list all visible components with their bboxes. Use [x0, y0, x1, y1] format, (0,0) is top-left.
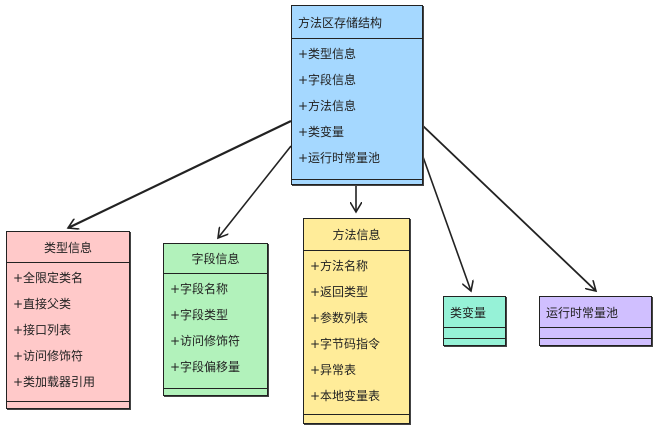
- node-methods: [444, 339, 505, 345]
- attribute: +全限定类名: [13, 271, 84, 285]
- attribute: +返回类型: [310, 285, 369, 299]
- attribute: +字段名称: [170, 282, 229, 296]
- attribute: +访问修饰符: [170, 334, 241, 348]
- attribute: +接口列表: [13, 323, 72, 337]
- node-title: 字段信息: [164, 244, 267, 274]
- attribute: +类变量: [298, 125, 345, 139]
- attribute: +方法信息: [298, 99, 357, 113]
- attribute: +字段偏移量: [170, 360, 241, 374]
- attribute: +运行时常量池: [298, 151, 381, 165]
- node-attributes: +类型信息 +字段信息 +方法信息 +类变量 +运行时常量池: [292, 39, 422, 180]
- attribute: +方法名称: [310, 259, 369, 273]
- node-type-info[interactable]: 类型信息 +全限定类名 +直接父类 +接口列表 +访问修饰符 +类加载器引用: [6, 231, 130, 409]
- node-method-info[interactable]: 方法信息 +方法名称 +返回类型 +参数列表 +字节码指令 +异常表 +本地变量…: [303, 218, 410, 424]
- attribute: +类型信息: [298, 47, 357, 61]
- edge-root-to-runtime-constant-pool: [421, 124, 596, 291]
- node-attributes: [444, 328, 505, 339]
- node-title: 方法信息: [304, 219, 409, 251]
- node-title: 类变量: [444, 297, 505, 328]
- node-methods: [540, 339, 651, 345]
- node-field-info[interactable]: 字段信息 +字段名称 +字段类型 +访问修饰符 +字段偏移量: [163, 243, 268, 396]
- node-attributes: +全限定类名 +直接父类 +接口列表 +访问修饰符 +类加载器引用: [7, 263, 129, 402]
- attribute: +访问修饰符: [13, 349, 84, 363]
- attribute: +字段信息: [298, 73, 357, 87]
- node-methods: [304, 415, 409, 423]
- node-title: 方法区存储结构: [292, 6, 422, 39]
- edge-root-to-type-info: [68, 120, 292, 228]
- attribute: +直接父类: [13, 297, 72, 311]
- attribute: +字段类型: [170, 308, 229, 322]
- node-attributes: +方法名称 +返回类型 +参数列表 +字节码指令 +异常表 +本地变量表: [304, 251, 409, 415]
- node-runtime-constant-pool[interactable]: 运行时常量池: [539, 296, 652, 346]
- attribute: +类加载器引用: [13, 375, 96, 389]
- node-attributes: +字段名称 +字段类型 +访问修饰符 +字段偏移量: [164, 274, 267, 389]
- attribute: +本地变量表: [310, 389, 381, 403]
- node-title: 运行时常量池: [540, 297, 651, 328]
- node-method-area-structure[interactable]: 方法区存储结构 +类型信息 +字段信息 +方法信息 +类变量 +运行时常量池: [291, 5, 423, 185]
- edge-root-to-field-info: [218, 145, 292, 238]
- node-attributes: [540, 328, 651, 339]
- edge-root-to-class-variables: [421, 153, 471, 291]
- node-methods: [164, 389, 267, 397]
- node-methods: [292, 180, 422, 188]
- attribute: +参数列表: [310, 311, 369, 325]
- node-title: 类型信息: [7, 232, 129, 263]
- node-class-variables[interactable]: 类变量: [443, 296, 506, 346]
- attribute: +字节码指令: [310, 337, 381, 351]
- node-methods: [7, 402, 129, 410]
- attribute: +异常表: [310, 363, 357, 377]
